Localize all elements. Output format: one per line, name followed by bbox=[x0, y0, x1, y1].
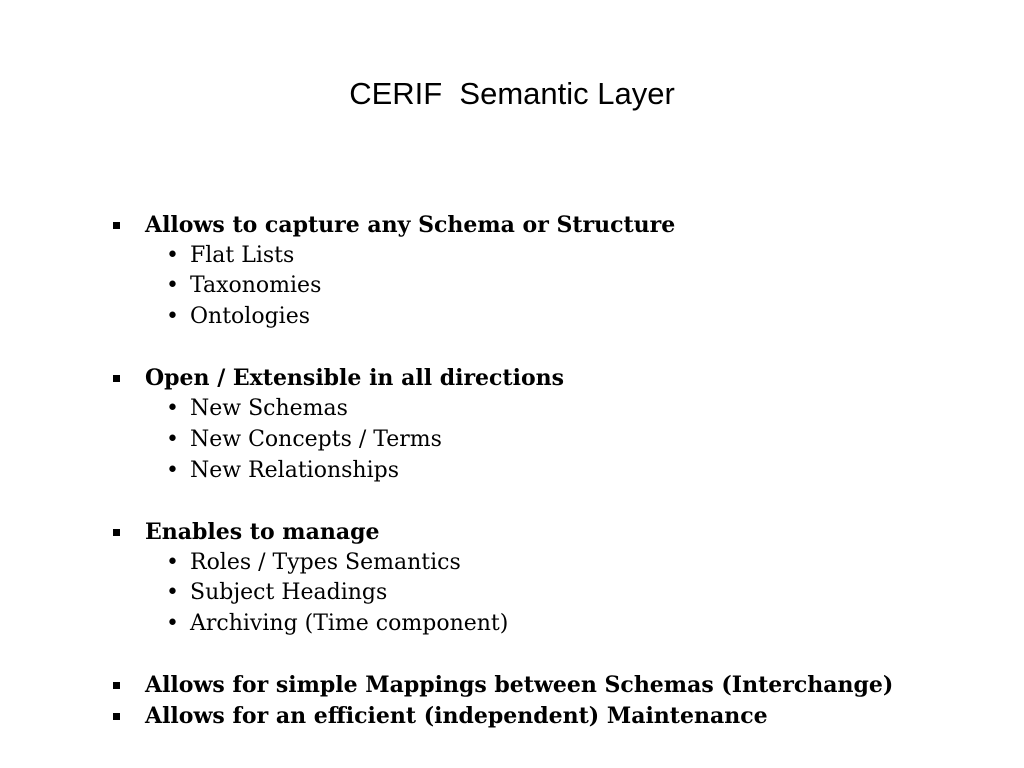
round-bullet-icon: • bbox=[166, 457, 179, 483]
round-bullet-icon: • bbox=[166, 273, 179, 299]
sub-bullet-text: New Relationships bbox=[190, 457, 399, 483]
round-bullet-icon: • bbox=[166, 396, 179, 422]
square-bullet-icon bbox=[113, 222, 120, 229]
bullet-point-text: Allows to capture any Schema or Structur… bbox=[145, 212, 676, 238]
bullet-point: Allows for an efficient (independent) Ma… bbox=[113, 701, 993, 732]
sub-bullet-text: Taxonomies bbox=[190, 273, 322, 299]
sub-bullet-text: Roles / Types Semantics bbox=[190, 549, 461, 575]
sub-bullet-text: Archiving (Time component) bbox=[190, 610, 509, 636]
sub-bullet-text: Ontologies bbox=[190, 304, 311, 330]
bullet-point-text: Enables to manage bbox=[145, 518, 380, 545]
round-bullet-icon: • bbox=[166, 580, 179, 606]
slide-title: CERIF Semantic Layer bbox=[349, 76, 675, 111]
round-bullet-icon: • bbox=[166, 426, 179, 452]
spacer bbox=[113, 640, 993, 671]
sub-bullet-item: • Roles / Types Semantics bbox=[113, 548, 993, 579]
round-bullet-icon: • bbox=[166, 610, 179, 636]
round-bullet-icon: • bbox=[166, 549, 179, 575]
round-bullet-icon: • bbox=[166, 304, 179, 330]
round-bullet-icon: • bbox=[166, 242, 179, 268]
bullet-point: Allows for simple Mappings between Schem… bbox=[113, 670, 993, 701]
bullet-list: Allows to capture any Schema or Structur… bbox=[113, 210, 993, 732]
spacer bbox=[113, 333, 993, 364]
spacer bbox=[113, 486, 993, 517]
sub-bullet-item: • New Concepts / Terms bbox=[113, 425, 993, 456]
sub-bullet-text: Subject Headings bbox=[190, 580, 388, 606]
sub-bullet-text: Flat Lists bbox=[190, 242, 295, 268]
bullet-point: Open / Extensible in all directions bbox=[113, 363, 993, 394]
sub-bullet-item: • Archiving (Time component) bbox=[113, 609, 993, 640]
bullet-point-text: Allows for simple Mappings between Schem… bbox=[145, 672, 894, 699]
bullet-point-text: Open / Extensible in all directions bbox=[145, 365, 565, 392]
bullet-point-text: Allows for an efficient (independent) Ma… bbox=[145, 703, 768, 729]
square-bullet-icon bbox=[113, 713, 120, 720]
sub-bullet-item: • Taxonomies bbox=[113, 271, 993, 302]
sub-bullet-item: • New Schemas bbox=[113, 394, 993, 425]
bullet-point: Allows to capture any Schema or Structur… bbox=[113, 210, 993, 241]
square-bullet-icon bbox=[113, 682, 120, 690]
sub-bullet-text: New Schemas bbox=[190, 396, 348, 422]
sub-bullet-item: • Subject Headings bbox=[113, 578, 993, 609]
sub-bullet-item: • Flat Lists bbox=[113, 241, 993, 272]
square-bullet-icon bbox=[113, 528, 120, 536]
sub-bullet-text: New Concepts / Terms bbox=[190, 426, 442, 452]
sub-bullet-item: • New Relationships bbox=[113, 456, 993, 487]
bullet-point: Enables to manage bbox=[113, 517, 993, 548]
sub-bullet-item: • Ontologies bbox=[113, 302, 993, 333]
square-bullet-icon bbox=[113, 375, 120, 383]
